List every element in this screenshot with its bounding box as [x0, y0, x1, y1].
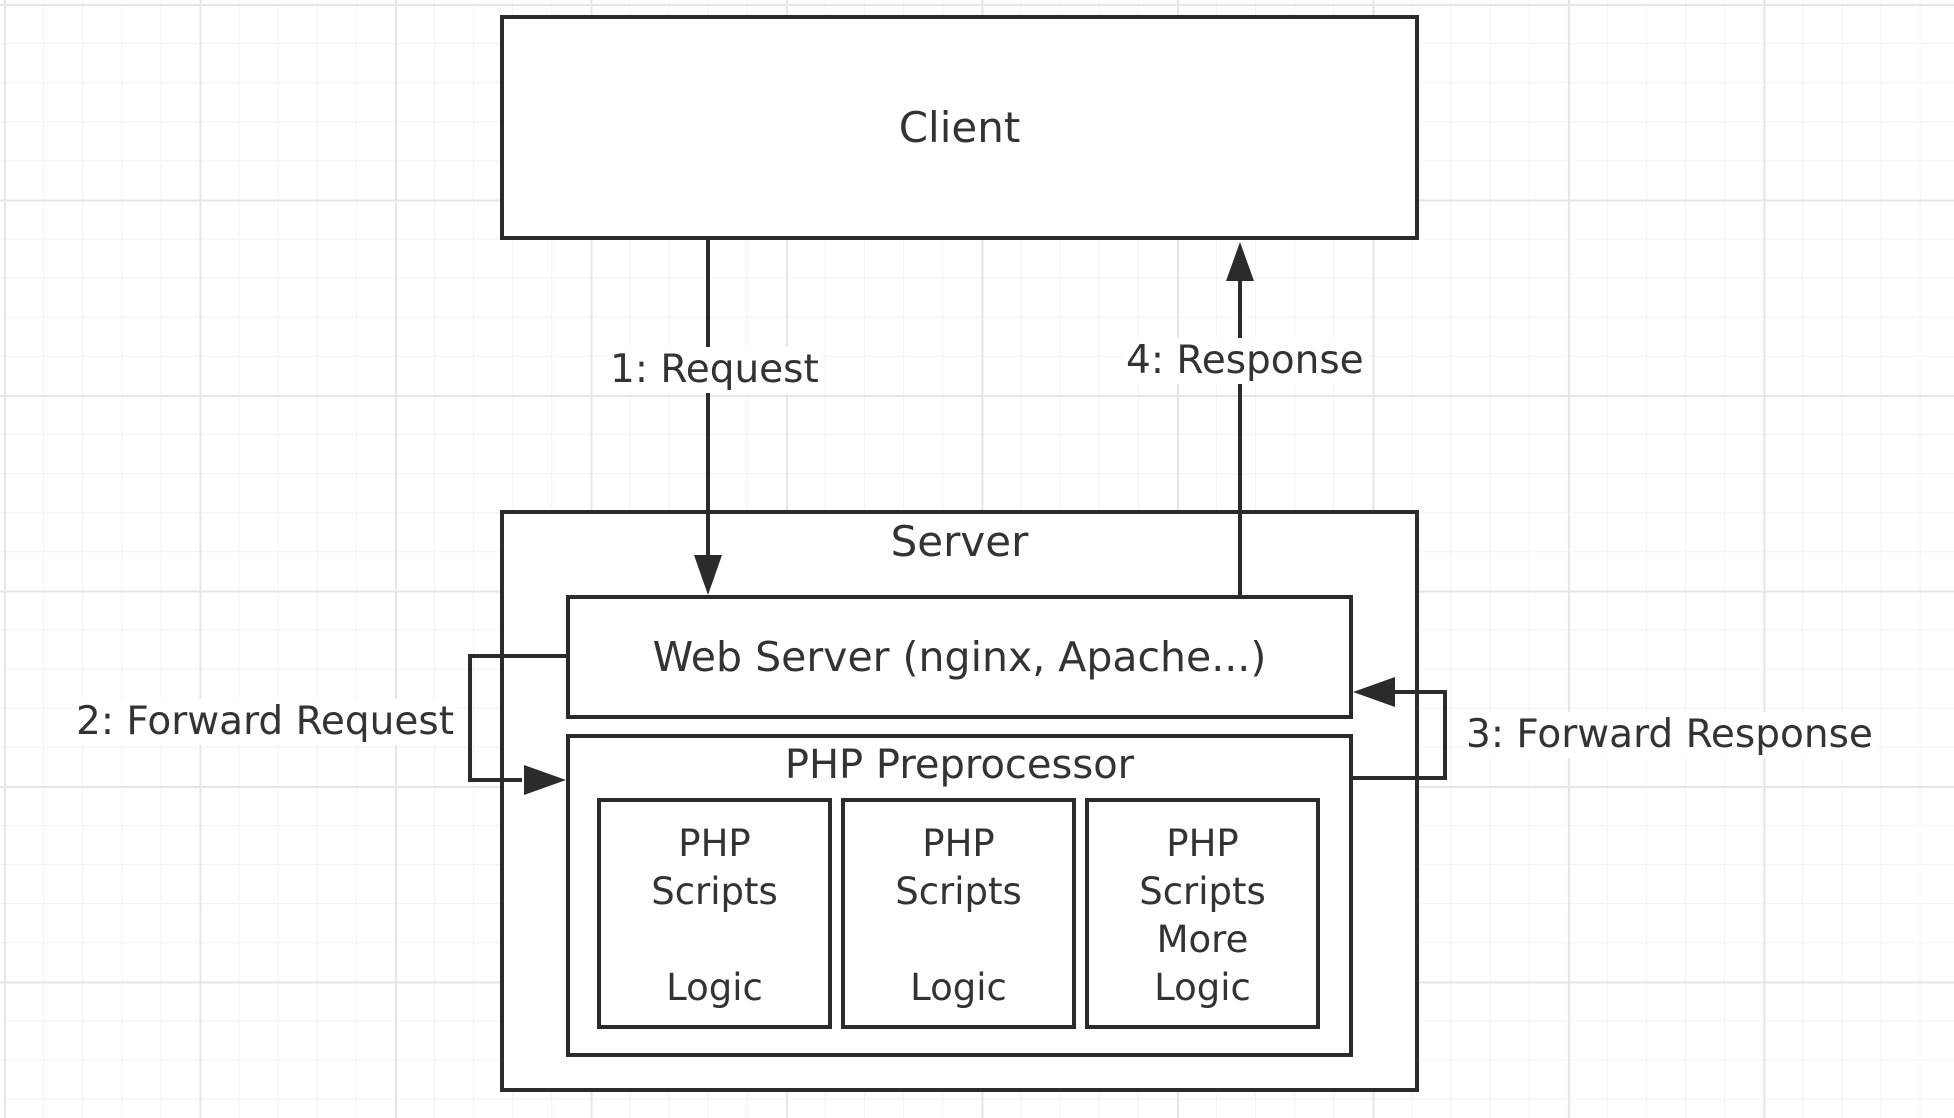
client-node[interactable]: Client: [500, 15, 1419, 240]
forward-request-connector: [468, 654, 566, 782]
php-scripts-label: PHP Scripts More Logic: [1139, 822, 1266, 1009]
forward-request-label: 2: Forward Request: [72, 699, 459, 745]
response-label: 4: Response: [1122, 338, 1368, 384]
server-label: Server: [890, 517, 1029, 566]
web-server-node[interactable]: Web Server (nginx, Apache...): [566, 595, 1353, 719]
php-scripts-node[interactable]: PHP Scripts More Logic: [1085, 798, 1320, 1029]
php-scripts-node[interactable]: PHP Scripts Logic: [597, 798, 832, 1029]
client-label: Client: [898, 103, 1021, 152]
php-scripts-label: PHP Scripts Logic: [895, 822, 1022, 1009]
web-server-label: Web Server (nginx, Apache...): [652, 633, 1267, 681]
response-arrowhead: [1226, 242, 1254, 281]
request-label: 1: Request: [606, 347, 823, 393]
php-scripts-node[interactable]: PHP Scripts Logic: [841, 798, 1076, 1029]
forward-response-arrowhead: [1353, 677, 1395, 707]
request-arrowhead: [694, 555, 722, 595]
forward-response-connector: [1353, 690, 1447, 780]
php-preprocessor-label: PHP Preprocessor: [784, 742, 1135, 788]
php-scripts-label: PHP Scripts Logic: [651, 822, 778, 1009]
forward-request-arrowhead: [524, 765, 566, 795]
forward-response-label: 3: Forward Response: [1462, 712, 1877, 758]
